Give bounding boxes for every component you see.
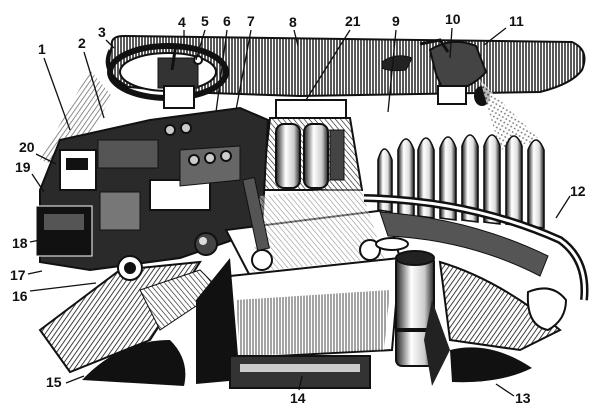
callout-4: 4 <box>178 14 186 30</box>
leader-line-11 <box>483 27 507 46</box>
callout-15: 15 <box>46 374 62 390</box>
leader-line-10 <box>449 27 453 59</box>
leader-line-15 <box>65 375 85 384</box>
callout-5: 5 <box>201 13 209 29</box>
leader-line-9 <box>387 29 397 113</box>
leader-line-1 <box>43 57 71 131</box>
leader-line-8 <box>293 29 299 47</box>
callout-12: 12 <box>570 183 586 199</box>
leader-line-19 <box>31 173 45 193</box>
leader-line-13 <box>495 383 515 397</box>
leader-line-3 <box>105 39 115 49</box>
callout-16: 16 <box>12 288 28 304</box>
leader-line-5 <box>195 29 206 61</box>
callout-10: 10 <box>445 11 461 27</box>
left-floor-cover <box>82 340 186 386</box>
leader-line-14 <box>298 375 303 391</box>
callout-21: 21 <box>345 13 361 29</box>
callout-11: 11 <box>509 13 524 29</box>
callout-2: 2 <box>78 35 86 51</box>
leader-line-16 <box>29 282 97 292</box>
leader-line-2 <box>83 51 105 119</box>
leader-line-12 <box>555 195 571 219</box>
leader-line-7 <box>235 29 252 111</box>
leader-line-17 <box>27 270 43 275</box>
callout-9: 9 <box>392 13 400 29</box>
right-floor-cover <box>450 347 532 383</box>
callout-20: 20 <box>19 139 35 155</box>
callout-1: 1 <box>38 41 46 57</box>
callout-3: 3 <box>98 24 106 40</box>
leader-line-20 <box>35 153 57 165</box>
callout-6: 6 <box>223 13 231 29</box>
callout-8: 8 <box>289 14 297 30</box>
callout-13: 13 <box>515 390 531 406</box>
callout-14: 14 <box>290 390 306 406</box>
gun-breech <box>275 123 301 189</box>
leader-line-21 <box>305 29 351 101</box>
callout-7: 7 <box>247 13 255 29</box>
callout-18: 18 <box>12 235 28 251</box>
leader-line-18 <box>29 239 41 243</box>
callout-17: 17 <box>10 267 26 283</box>
callout-19: 19 <box>15 159 31 175</box>
leader-line-6 <box>215 29 228 113</box>
